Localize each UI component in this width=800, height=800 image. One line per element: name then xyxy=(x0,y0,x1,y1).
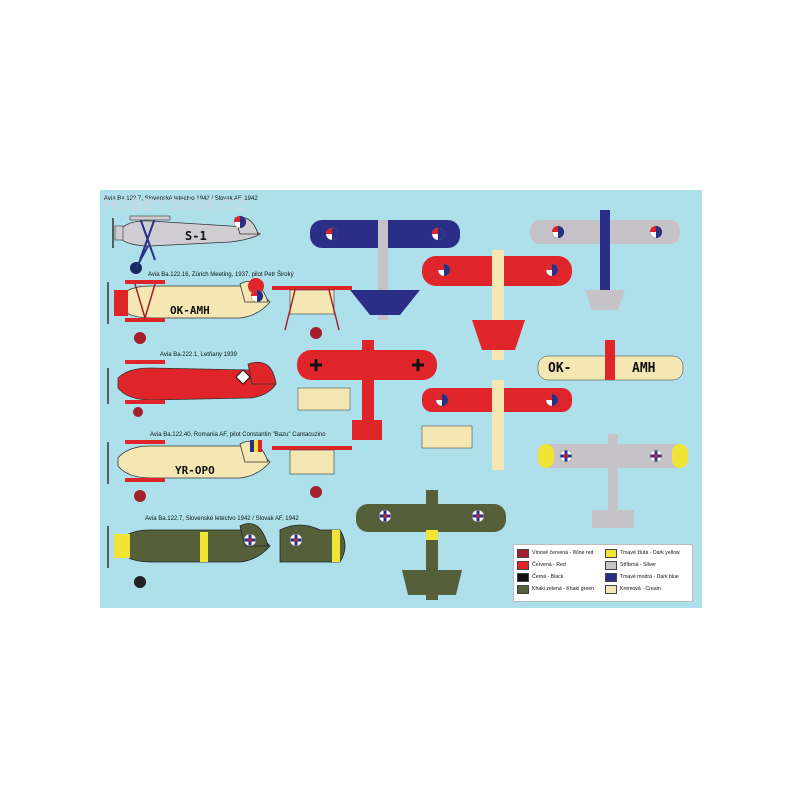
legend-item: Vínově červená - Wine red xyxy=(517,547,601,559)
legend-item: Tmavě modrá - Dark blue xyxy=(605,571,689,583)
legend-swatch xyxy=(517,572,529,582)
legend-label: Červená - Red xyxy=(532,562,566,568)
color-legend: Vínově červená - Wine red Tmavě žlutá - … xyxy=(513,544,693,602)
top-view-khaki-green xyxy=(356,490,506,600)
legend-label: Khaki zelená - Khaki green xyxy=(532,586,594,592)
profile-2-side-view xyxy=(107,278,352,344)
legend-swatch xyxy=(605,572,617,582)
profile-4-registration: YR-OPO xyxy=(175,464,215,477)
legend-item: Khaki zelená - Khaki green xyxy=(517,583,601,595)
profile-4-side-view xyxy=(107,440,352,502)
top-view-ok-amh xyxy=(537,340,684,381)
decal-sheet: S-1 xyxy=(100,190,702,608)
top-view-registration-right: AMH xyxy=(632,361,656,376)
legend-label: Stříbrná - Silver xyxy=(620,562,657,568)
legend-label: Černá - Black xyxy=(532,574,564,580)
aircraft-artwork: S-1 xyxy=(107,210,688,600)
profile-2-caption: Avia Ba.122.16, Zürich Meeting, 1937, pi… xyxy=(148,272,294,278)
top-view-blue-sunburst xyxy=(310,220,460,320)
profile-4-caption: Avia Ba.122.40, Romania AF, pilot Consta… xyxy=(150,432,326,438)
top-view-silver-yellow xyxy=(538,434,688,528)
svg-text:S-1: S-1 xyxy=(185,229,207,243)
profile-3-side-view xyxy=(107,360,277,417)
top-view-cream-striped xyxy=(421,380,572,470)
top-view-red-sunburst xyxy=(422,250,572,360)
legend-label: Tmavě žlutá - Dark yellow xyxy=(620,550,680,556)
profile-1-caption: Avia Ba.122.7, Slovenské letectvo 1942 /… xyxy=(104,196,258,202)
profile-5-caption: Avia Ba.122.7, Slovenské letectvo 1942 /… xyxy=(145,516,299,522)
legend-swatch xyxy=(605,548,617,558)
legend-label: Krémová - Cream xyxy=(620,586,661,592)
top-view-registration-left: OK- xyxy=(548,361,572,376)
profile-5-side-view xyxy=(107,523,346,588)
legend-label: Tmavě modrá - Dark blue xyxy=(620,574,679,580)
legend-item: Tmavě žlutá - Dark yellow xyxy=(605,547,689,559)
watermark: HOBBYSHOP.CZ xyxy=(104,195,245,214)
legend-swatch xyxy=(517,584,529,594)
profile-2-registration: OK-AMH xyxy=(170,304,210,317)
profile-3-caption: Avia Ba.222.1, Letňany 1939 xyxy=(160,352,237,358)
legend-item: Krémová - Cream xyxy=(605,583,689,595)
legend-swatch xyxy=(605,584,617,594)
legend-swatch xyxy=(605,560,617,570)
top-view-silver-blue xyxy=(530,210,680,310)
legend-swatch xyxy=(517,548,529,558)
legend-item: Černá - Black xyxy=(517,571,601,583)
top-view-red-white xyxy=(297,340,437,440)
profile-1-side-view: S-1 xyxy=(112,215,261,274)
legend-swatch xyxy=(517,560,529,570)
legend-label: Vínově červená - Wine red xyxy=(532,550,594,556)
legend-item: Stříbrná - Silver xyxy=(605,559,689,571)
legend-item: Červená - Red xyxy=(517,559,601,571)
